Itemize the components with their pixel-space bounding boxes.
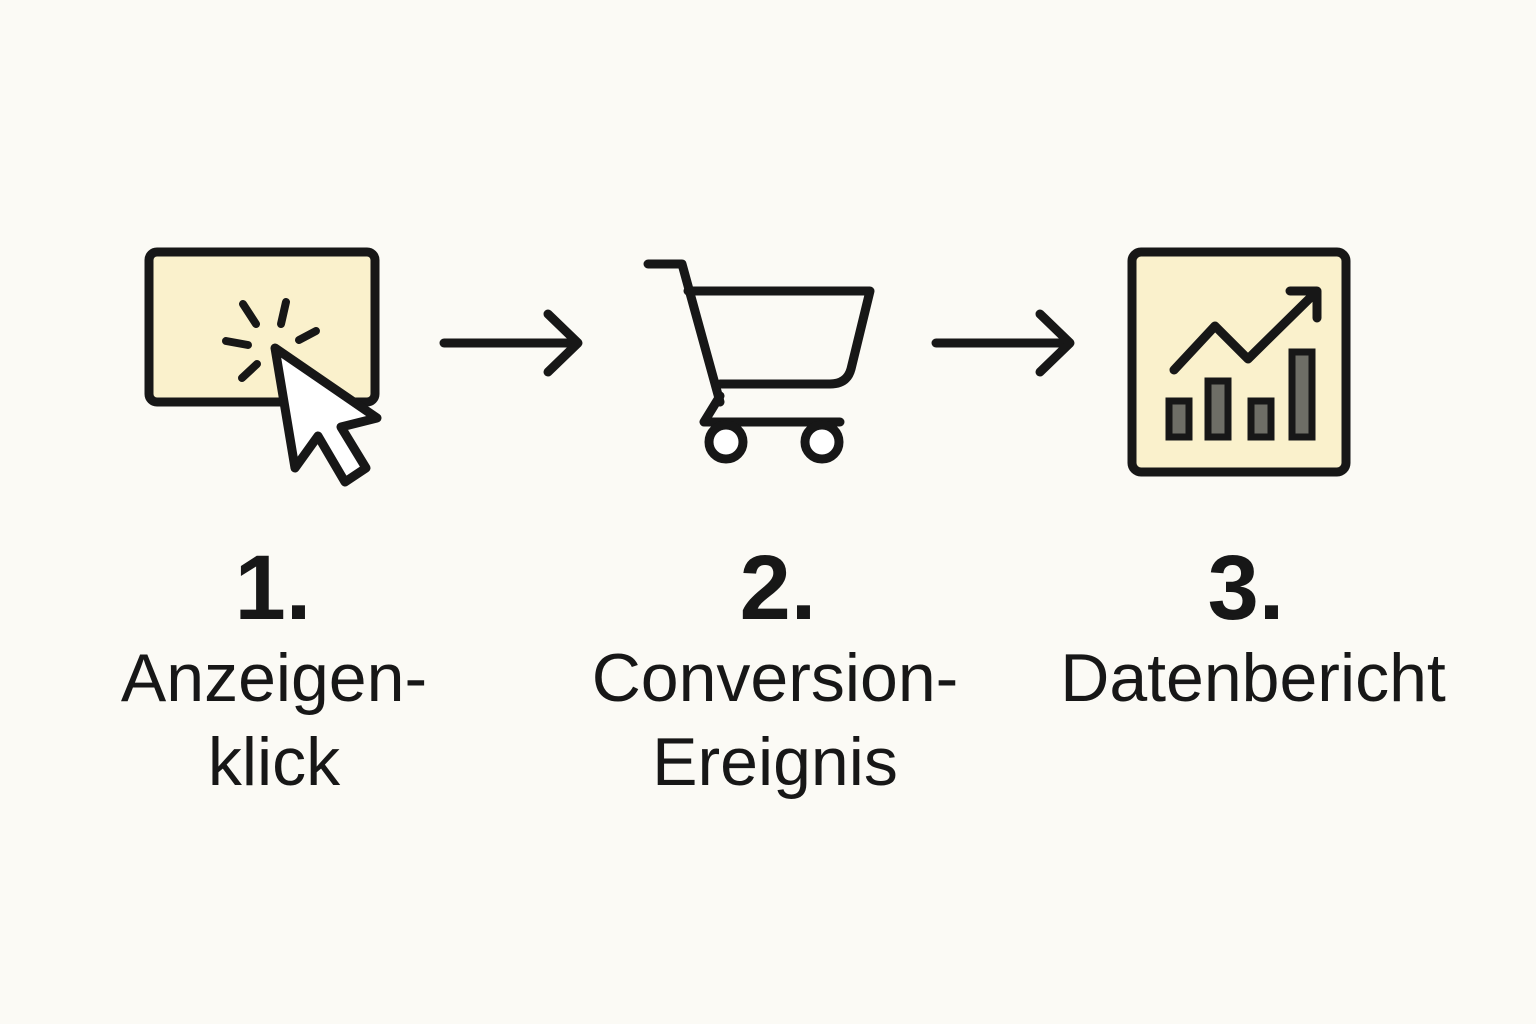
step-2-label: Conversion- Ereignis — [535, 636, 1015, 804]
report-chart-icon — [1127, 247, 1351, 477]
arrow-right-icon — [931, 309, 1075, 377]
report-bars — [1165, 348, 1316, 441]
click-burst — [222, 298, 320, 382]
step-3-label: Datenbericht — [1013, 636, 1493, 720]
cart-wheel-left — [704, 420, 748, 464]
arrow-right-icon — [439, 309, 583, 377]
step-2-number: 2. — [739, 537, 817, 639]
step-2-label-line: Conversion- — [591, 640, 959, 716]
cart-wheel-right — [800, 420, 844, 464]
step-1-number: 1. — [234, 537, 312, 639]
cursor-arrow — [270, 343, 382, 487]
step-1-label-line: Anzeigen- — [120, 640, 428, 716]
shopping-cart-icon — [643, 259, 875, 464]
trend-line — [1169, 286, 1322, 375]
step-3-label-line: Datenbericht — [1060, 640, 1446, 716]
step-2-label-line: Ereignis — [652, 724, 898, 800]
step-3-number: 3. — [1207, 537, 1285, 639]
click-icon — [144, 247, 382, 487]
step-1-label: Anzeigen- klick — [34, 636, 514, 804]
screen-box — [144, 247, 380, 407]
step-1-label-line: klick — [207, 724, 341, 800]
